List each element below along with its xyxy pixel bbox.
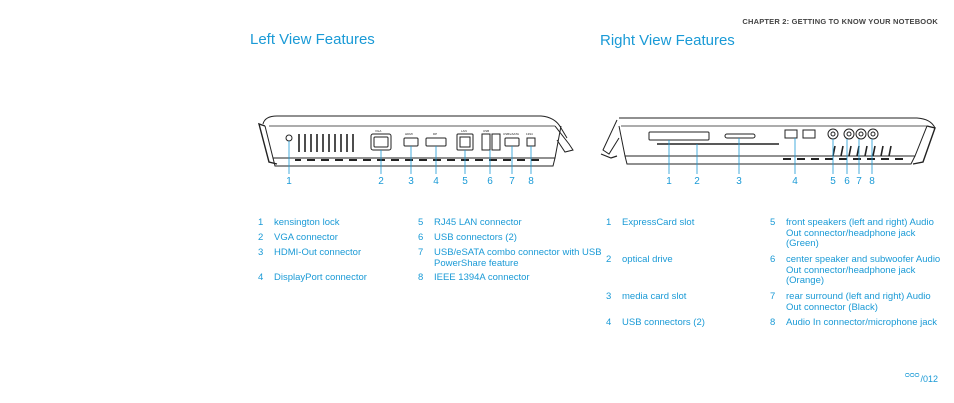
port-label-usb: USB <box>483 129 489 133</box>
list-item: 5 RJ45 LAN connector <box>418 217 604 229</box>
list-item: 5 front speakers (left and right) Audio … <box>770 217 941 250</box>
item-number: 4 <box>258 272 264 283</box>
item-number: 5 <box>418 217 424 228</box>
port-label-hdmi: HDMI <box>405 132 413 136</box>
list-item: 4 USB connectors (2) <box>606 317 762 329</box>
item-number: 8 <box>770 317 776 328</box>
item-number: 6 <box>770 254 776 265</box>
right-callout-3: 3 <box>736 176 742 187</box>
item-text: HDMI-Out connector <box>274 247 362 258</box>
list-item: 3 media card slot <box>606 291 762 303</box>
list-item: 1 ExpressCard slot <box>606 217 762 229</box>
right-callout-8: 8 <box>869 176 875 187</box>
item-text: USB/eSATA combo connector with USB Power… <box>434 247 602 269</box>
port-label-dp: DP <box>433 132 437 136</box>
left-view-title: Left View Features <box>250 31 375 48</box>
item-text: USB connectors (2) <box>622 317 705 328</box>
list-item: 6 USB connectors (2) <box>418 232 604 244</box>
item-number: 4 <box>606 317 612 328</box>
item-number: 7 <box>418 247 424 258</box>
page-footer: ᴑᴑᴑ / 012 <box>905 370 938 384</box>
item-text: rear surround (left and right) Audio Out… <box>786 291 931 313</box>
alienware-logo-icon: ᴑᴑᴑ <box>904 370 920 379</box>
list-item: 7 rear surround (left and right) Audio O… <box>770 291 941 313</box>
left-view-legend: 1 kensington lock 2 VGA connector 3 HDMI… <box>258 217 602 298</box>
list-item: 4 DisplayPort connector <box>258 272 414 284</box>
item-text: IEEE 1394A connector <box>434 272 530 283</box>
list-item: 3 HDMI-Out connector <box>258 247 414 259</box>
item-number: 3 <box>606 291 612 302</box>
item-text: DisplayPort connector <box>274 272 367 283</box>
item-text: RJ45 LAN connector <box>434 217 522 228</box>
item-number: 2 <box>606 254 612 265</box>
right-view-illustration: 1 2 3 4 5 6 7 8 <box>600 117 936 187</box>
list-item: 2 VGA connector <box>258 232 414 244</box>
left-callout-6: 6 <box>487 176 493 187</box>
left-callout-5: 5 <box>462 176 468 187</box>
item-text: ExpressCard slot <box>622 217 695 228</box>
port-label-1394: 1394 <box>526 132 533 136</box>
item-text: optical drive <box>622 254 673 265</box>
item-number: 1 <box>606 217 612 228</box>
left-callout-1: 1 <box>286 176 292 187</box>
list-item: 8 Audio In connector/microphone jack <box>770 317 941 329</box>
item-number: 2 <box>258 232 264 243</box>
right-callout-7: 7 <box>856 176 862 187</box>
right-callout-2: 2 <box>694 176 700 187</box>
list-item: 6 center speaker and subwoofer Audio Out… <box>770 254 941 287</box>
right-view-legend: 1 ExpressCard slot 2 optical drive 3 med… <box>606 217 946 348</box>
left-callout-7: 7 <box>509 176 515 187</box>
list-item: 8 IEEE 1394A connector <box>418 272 604 284</box>
left-callout-4: 4 <box>433 176 439 187</box>
item-text: USB connectors (2) <box>434 232 517 243</box>
chapter-header: CHAPTER 2: GETTING TO KNOW YOUR NOTEBOOK <box>742 17 938 26</box>
list-item: 2 optical drive <box>606 254 762 266</box>
right-callout-5: 5 <box>830 176 836 187</box>
item-text: center speaker and subwoofer Audio Out c… <box>786 254 941 286</box>
page-separator: / <box>920 374 923 384</box>
page-number: 012 <box>922 374 938 384</box>
right-view-title: Right View Features <box>600 32 735 49</box>
list-item: 1 kensington lock <box>258 217 414 229</box>
port-label-lan: LAN <box>461 129 467 133</box>
left-callout-2: 2 <box>378 176 384 187</box>
item-number: 1 <box>258 217 264 228</box>
item-number: 7 <box>770 291 776 302</box>
right-callout-4: 4 <box>792 176 798 187</box>
right-callout-6: 6 <box>844 176 850 187</box>
port-label-vga: VGA <box>375 129 381 133</box>
item-number: 3 <box>258 247 264 258</box>
list-item: 7 USB/eSATA combo connector with USB Pow… <box>418 247 604 269</box>
item-text: VGA connector <box>274 232 338 243</box>
left-callout-8: 8 <box>528 176 534 187</box>
item-text: kensington lock <box>274 217 340 228</box>
item-number: 8 <box>418 272 424 283</box>
item-number: 6 <box>418 232 424 243</box>
item-text: media card slot <box>622 291 687 302</box>
port-label-esata: USB/eSATA <box>503 132 519 136</box>
item-text: Audio In connector/microphone jack <box>786 317 938 328</box>
item-number: 5 <box>770 217 776 228</box>
item-text: front speakers (left and right) Audio Ou… <box>786 217 934 249</box>
left-callout-3: 3 <box>408 176 414 187</box>
right-callout-1: 1 <box>666 176 672 187</box>
left-view-illustration: VGA HDMI DP LAN USB USB/eSATA 1394 1 2 3… <box>257 115 574 187</box>
